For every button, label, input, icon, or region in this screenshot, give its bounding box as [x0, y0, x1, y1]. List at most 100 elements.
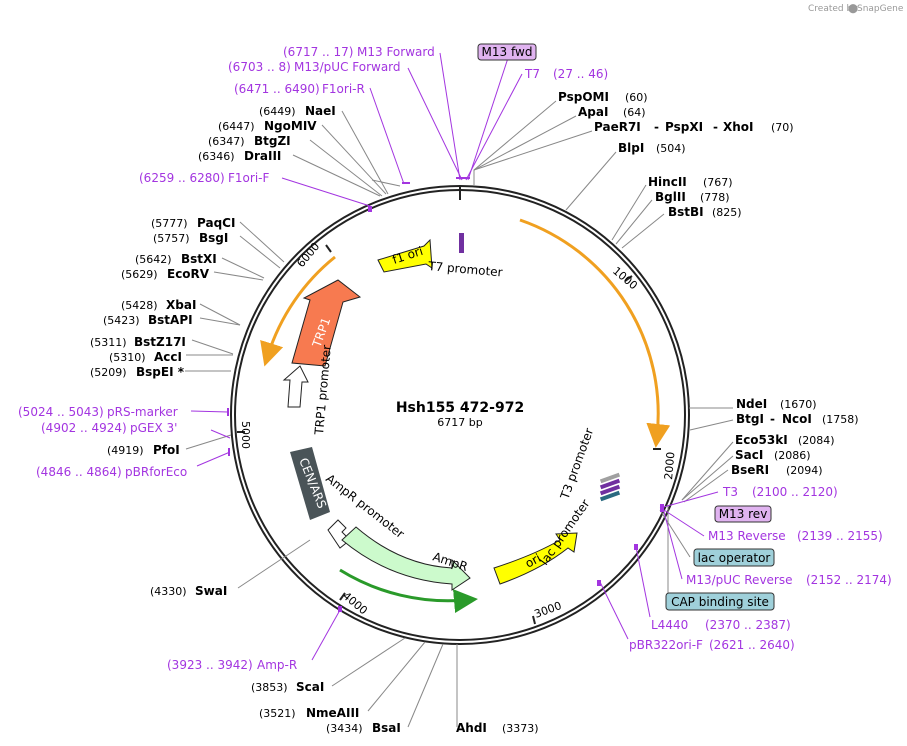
feature-ampr: AmpR	[341, 526, 471, 591]
feature-cen-ars: CEN/ARS	[290, 447, 330, 520]
lac-operator-box	[693, 548, 775, 567]
m13-rev-box	[714, 505, 772, 523]
snapgene-logo-icon: ⬤	[848, 4, 858, 14]
lac-operator-label: lac operator	[698, 551, 771, 565]
enzyme-swai-pos: (4330)	[150, 585, 187, 598]
primer-l4440-range: (2370 .. 2387)	[705, 618, 791, 632]
enzyme-xhoi-pos: (70)	[771, 121, 794, 134]
primer-amp-r-range: (3923 .. 3942)	[167, 658, 253, 672]
enzyme-ngomiv-pos: (6447)	[218, 120, 255, 133]
enzyme-xhoi: XhoI	[723, 120, 754, 134]
feature-lac-promoter-label: lac promoter	[537, 497, 593, 568]
enzyme-hincii: HincII	[648, 175, 687, 189]
cap-site-box	[665, 592, 775, 611]
primer-prs-marker: pRS-marker	[107, 405, 178, 419]
credit-brand: SnapGene	[857, 4, 904, 14]
enzyme-scai-pos: (3853)	[251, 681, 288, 694]
primer-leader-lines	[190, 52, 719, 661]
primer-m13-forward-range: (6717 .. 17)	[283, 45, 353, 59]
enzyme-bglii-pos: (778)	[700, 191, 730, 204]
enzyme-scai: ScaI	[296, 680, 324, 694]
enzyme-xbai: XbaI	[166, 298, 196, 312]
m13-rev-label: M13 rev	[719, 507, 768, 521]
primer-m13-forward: M13 Forward	[357, 45, 435, 59]
enzyme-bsgi: BsgI	[199, 231, 228, 245]
enzyme-bglii: BglII	[655, 190, 686, 204]
enzyme-bstbi: BstBI	[668, 205, 704, 219]
enzyme-apai-pos: (64)	[623, 106, 646, 119]
plasmid-length: 6717 bp	[437, 416, 482, 429]
enzyme-pfoi-pos: (4919)	[107, 444, 144, 457]
enzyme-swai: SwaI	[195, 584, 227, 598]
enzyme-ngomiv: NgoMIV	[264, 119, 317, 133]
enzyme-bspei: BspEI *	[136, 365, 185, 379]
primer-m13puc-reverse: M13/pUC Reverse	[686, 573, 793, 587]
enzyme-bstapi-pos: (5423)	[103, 314, 140, 327]
enzyme-pspomi-pos: (60)	[625, 91, 648, 104]
m13-fwd-label: M13 fwd	[482, 45, 533, 59]
feature-t7-promoter: T7 promoter	[427, 233, 503, 279]
enzyme-xbai-pos: (5428)	[121, 299, 158, 312]
enzyme-ecorv-pos: (5629)	[121, 268, 158, 281]
enzyme-paqci: PaqCI	[197, 216, 235, 230]
enzyme-ncoi-pos: (1758)	[822, 413, 859, 426]
enzyme-blpi-pos: (504)	[656, 142, 686, 155]
enzyme-saci: SacI	[735, 448, 763, 462]
orf-arc-hsh155	[519, 218, 671, 448]
enzyme-ncoi: NcoI	[782, 412, 812, 426]
m13-fwd-box	[477, 43, 537, 61]
primer-amp-r: Amp-R	[257, 658, 297, 672]
feature-t3-promoter-label: T3 promoter	[557, 426, 596, 502]
enzyme-apai: ApaI	[578, 105, 608, 119]
enzyme-bstz17i-pos: (5311)	[90, 336, 127, 349]
enzyme-naei-pos: (6449)	[259, 105, 296, 118]
primer-prs-marker-range: (5024 .. 5043)	[18, 405, 104, 419]
enzyme-bstbi-pos: (825)	[712, 206, 742, 219]
enzyme-bspei-pos: (5209)	[90, 366, 127, 379]
enzyme-acci-pos: (5310)	[109, 351, 146, 364]
enzyme-bsai-pos: (3434)	[326, 722, 363, 735]
enzyme-pspxi-separator: -	[713, 120, 718, 134]
svg-text:ori: ori	[523, 551, 543, 571]
enzyme-btgi-separator: -	[770, 412, 775, 426]
enzyme-hincii-pos: (767)	[703, 176, 733, 189]
primer-markers	[227, 177, 664, 612]
primer-f1ori-r: F1ori-R	[322, 82, 365, 96]
enzyme-draiii-pos: (6346)	[198, 150, 235, 163]
enzyme-btgi: BtgI	[736, 412, 764, 426]
primer-pbrforeco: pBRforEco	[125, 465, 187, 479]
enzyme-saci-pos: (2086)	[774, 449, 811, 462]
enzyme-bseri-pos: (2094)	[786, 464, 823, 477]
enzyme-bstapi: BstAPI	[148, 313, 193, 327]
tick-label-6000: 6000	[294, 240, 322, 270]
primer-f1ori-r-range: (6471 .. 6490)	[234, 82, 320, 96]
feature-f1ori: f1 ori	[377, 238, 433, 273]
enzyme-bstxi-pos: (5642)	[135, 253, 172, 266]
enzyme-acci: AccI	[154, 350, 182, 364]
primer-pgex3-range: (4902 .. 4924)	[41, 421, 127, 435]
feature-trp1: TRP1	[291, 279, 362, 367]
primer-l4440: L4440	[651, 618, 688, 632]
primer-t3-range: (2100 .. 2120)	[752, 485, 838, 499]
enzyme-btgzi-pos: (6347)	[208, 135, 245, 148]
enzyme-ahdi: AhdI	[456, 721, 487, 735]
tick-label-2000: 2000	[662, 451, 677, 480]
scale-ticks	[237, 244, 661, 625]
enzyme-bsai: BsaI	[372, 721, 401, 735]
enzyme-bstxi: BstXI	[181, 252, 217, 266]
enzyme-ndei-pos: (1670)	[780, 398, 817, 411]
primer-t7: T7	[524, 67, 540, 81]
primer-t7-range: (27 .. 46)	[553, 67, 608, 81]
primer-f1ori-f-range: (6259 .. 6280)	[139, 171, 225, 185]
enzyme-paer7i: PaeR7I	[594, 120, 641, 134]
enzyme-ndei: NdeI	[736, 397, 767, 411]
tick-label-5000: 5000	[239, 421, 252, 449]
primer-t3: T3	[722, 485, 738, 499]
primer-f1ori-f: F1ori-F	[228, 171, 269, 185]
feature-ori: ori	[493, 532, 578, 585]
enzyme-bsgi-pos: (5757)	[153, 232, 190, 245]
primer-pbrforeco-range: (4846 .. 4864)	[36, 465, 122, 479]
primer-pbr322ori-f: pBR322ori-F	[629, 638, 703, 652]
enzyme-pspxi: PspXI	[665, 120, 703, 134]
